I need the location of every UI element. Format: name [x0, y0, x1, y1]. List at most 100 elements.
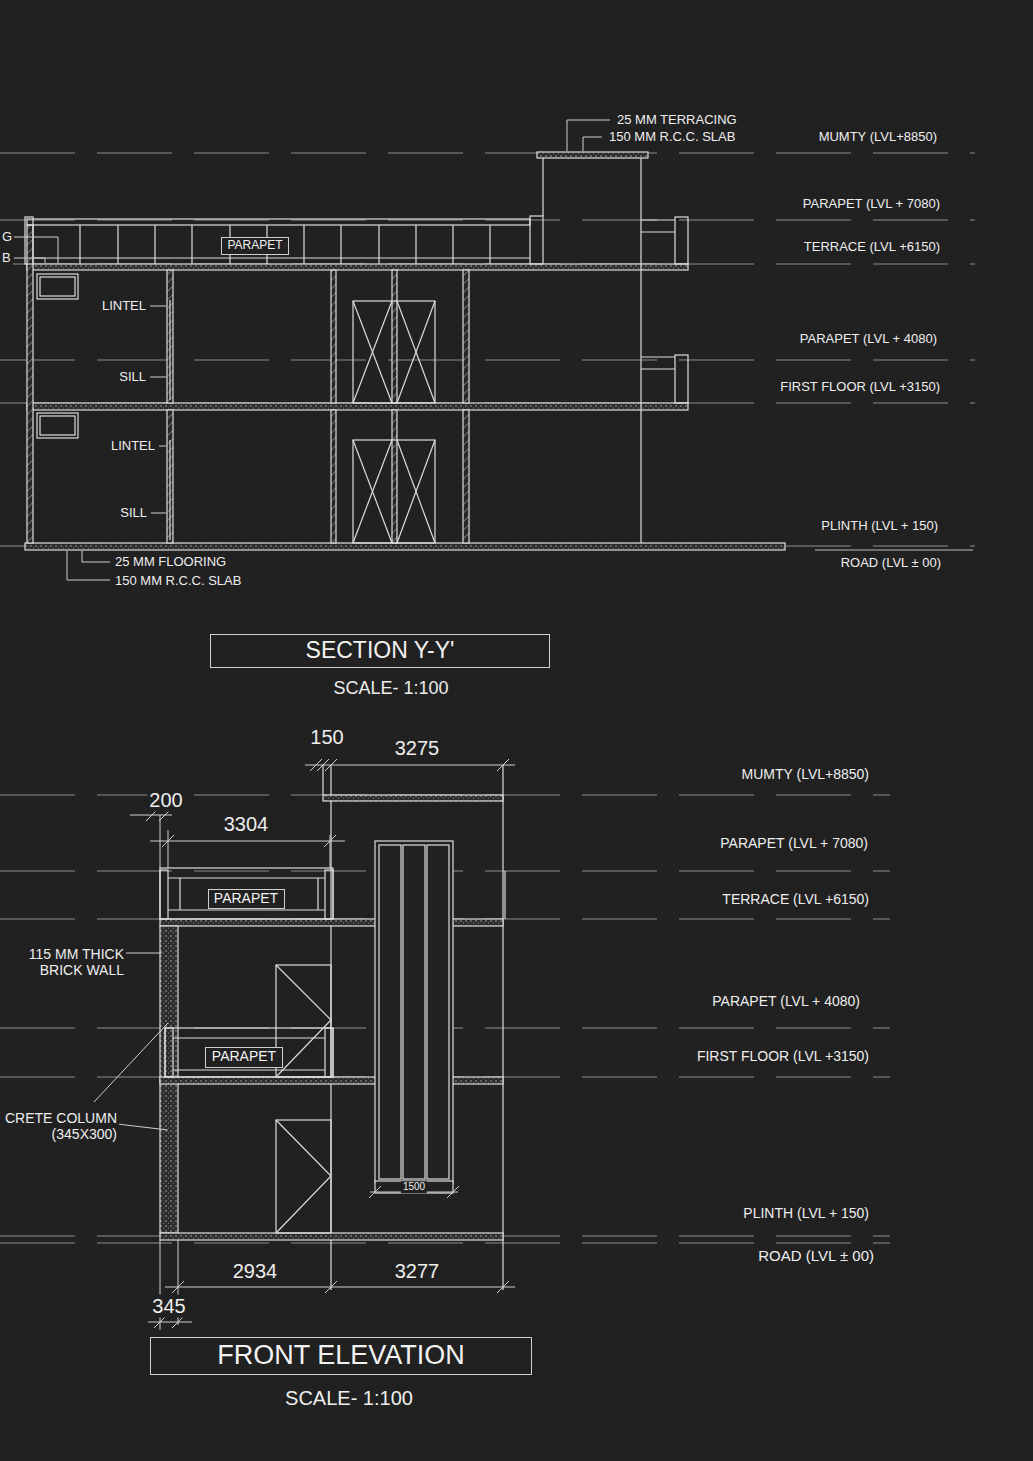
elevation-drawing-part [276, 965, 331, 1077]
section-drawing-part [353, 440, 392, 543]
dimension-value: 3277 [393, 1260, 442, 1283]
level-label: PLINTH (LVL + 150) [741, 1205, 871, 1221]
level-label: TERRACE (LVL +6150) [802, 240, 942, 255]
section-drawing-part [675, 355, 688, 403]
elevation-drawing-part [168, 909, 325, 910]
section-drawing-part [154, 225, 155, 264]
section-drawing-part [331, 270, 336, 403]
section-leaders-part [150, 306, 166, 307]
dimension-lines-part [148, 1322, 192, 1323]
tag-text: PARAPET [227, 239, 282, 252]
elevation-drawing-part [160, 870, 168, 919]
section-drawing-part [27, 219, 530, 225]
section-drawing-part [25, 217, 33, 264]
level-lines [0, 153, 975, 1243]
level-label: MUMTY (LVL+8850) [740, 766, 871, 782]
elevation-drawing-part [504, 871, 505, 919]
level-lines-part [0, 220, 975, 221]
section-drawing-part [117, 225, 118, 264]
level-label: ROAD (LVL ± 00) [756, 1247, 876, 1264]
section-leaders-part [583, 137, 602, 151]
section-drawing-part [169, 300, 170, 400]
elevation-drawing-part [375, 841, 453, 1183]
section-drawing-part [27, 403, 688, 410]
level-label: PLINTH (LVL + 150) [819, 519, 940, 534]
elevation-drawing-part [179, 878, 180, 910]
section-leaders-part [151, 513, 166, 514]
section-leaders-part [150, 377, 166, 378]
level-label: FIRST FLOOR (LVL +3150) [778, 380, 942, 395]
section-drawing-part [489, 225, 490, 264]
section-drawing-part [641, 231, 675, 232]
dimension-lines-part [325, 759, 337, 771]
dimension-lines-part [325, 1281, 337, 1293]
dimension-lines-part [172, 1281, 184, 1293]
section-leaders-part [159, 446, 166, 447]
dimension-lines-part [172, 1316, 184, 1328]
elevation-leaders-part [126, 953, 162, 954]
callout-note: 150 MM R.C.C. SLAB [607, 130, 737, 145]
section-drawing-part [463, 410, 469, 543]
callout-note: G [0, 230, 14, 245]
section-drawing-part [27, 264, 688, 270]
elevation-drawing-part [375, 1181, 453, 1193]
callout-note: 115 MM THICK BRICK WALL [4, 946, 126, 978]
section-drawing-part [37, 413, 78, 438]
section-drawing-part [331, 410, 336, 543]
elevation-leaders [94, 953, 168, 1130]
component-label: SILL [118, 506, 149, 521]
dimension-value: 200 [147, 789, 184, 812]
road-lines-part [815, 550, 973, 551]
component-label: SILL [117, 370, 148, 385]
tag-text: FRONT ELEVATION [217, 1341, 465, 1371]
level-label: TERRACE (LVL +6150) [720, 891, 871, 907]
section-drawing-part [340, 225, 341, 264]
section-drawing-part [191, 225, 192, 264]
dimension-value: 2934 [231, 1260, 280, 1283]
section-leaders-part [82, 551, 110, 562]
dimension-lines-part [160, 815, 161, 868]
section-drawing-part [542, 158, 543, 216]
drawing-title-box: SECTION Y-Y' [210, 634, 550, 668]
section-drawing-part [397, 440, 435, 543]
component-label: LINTEL [100, 299, 148, 314]
elevation-leaders-part [117, 1124, 168, 1130]
section-drawing-part [169, 440, 170, 540]
section-drawing-part [79, 225, 80, 264]
tag-text: PARAPET [212, 1049, 276, 1064]
parapet-tag: PARAPET [221, 237, 289, 255]
level-lines-part [0, 1243, 890, 1244]
section-drawing-part [33, 257, 530, 258]
dimension-lines-part [497, 759, 509, 771]
dimension-lines-part [150, 841, 345, 842]
elevation-drawing-part [502, 765, 503, 1290]
section-leaders [14, 120, 610, 580]
section-leaders-part [567, 120, 610, 151]
elevation-drawing-part [165, 1028, 173, 1077]
dimension-value: 3275 [393, 737, 442, 760]
elevation-drawing-part [403, 845, 425, 1179]
section-drawing-part [378, 225, 379, 264]
road-lines [815, 550, 973, 551]
elevation-drawing-part [427, 845, 449, 1179]
section-drawing-part [353, 301, 392, 403]
section-drawing-part [353, 440, 392, 543]
section-drawing-part [353, 301, 435, 403]
elevation-drawing-part [330, 765, 331, 795]
section-drawing-part [353, 440, 435, 543]
elevation-leaders-part [94, 1023, 168, 1102]
section-drawing-part [415, 225, 416, 264]
section-drawing-part [27, 225, 33, 543]
dimension-value: 3304 [222, 813, 271, 836]
section-drawing-part [530, 216, 543, 264]
section-drawing-part [675, 217, 688, 264]
callout-note: 25 MM TERRACING [615, 113, 739, 128]
dimension-lines [130, 759, 515, 1330]
tag-text: SECTION Y-Y' [306, 638, 455, 663]
drawing-title-box: FRONT ELEVATION [150, 1337, 532, 1375]
elevation-drawing-part [325, 1028, 333, 1077]
section-drawing-part [537, 152, 648, 158]
level-label: MUMTY (LVL+8850) [817, 130, 939, 145]
